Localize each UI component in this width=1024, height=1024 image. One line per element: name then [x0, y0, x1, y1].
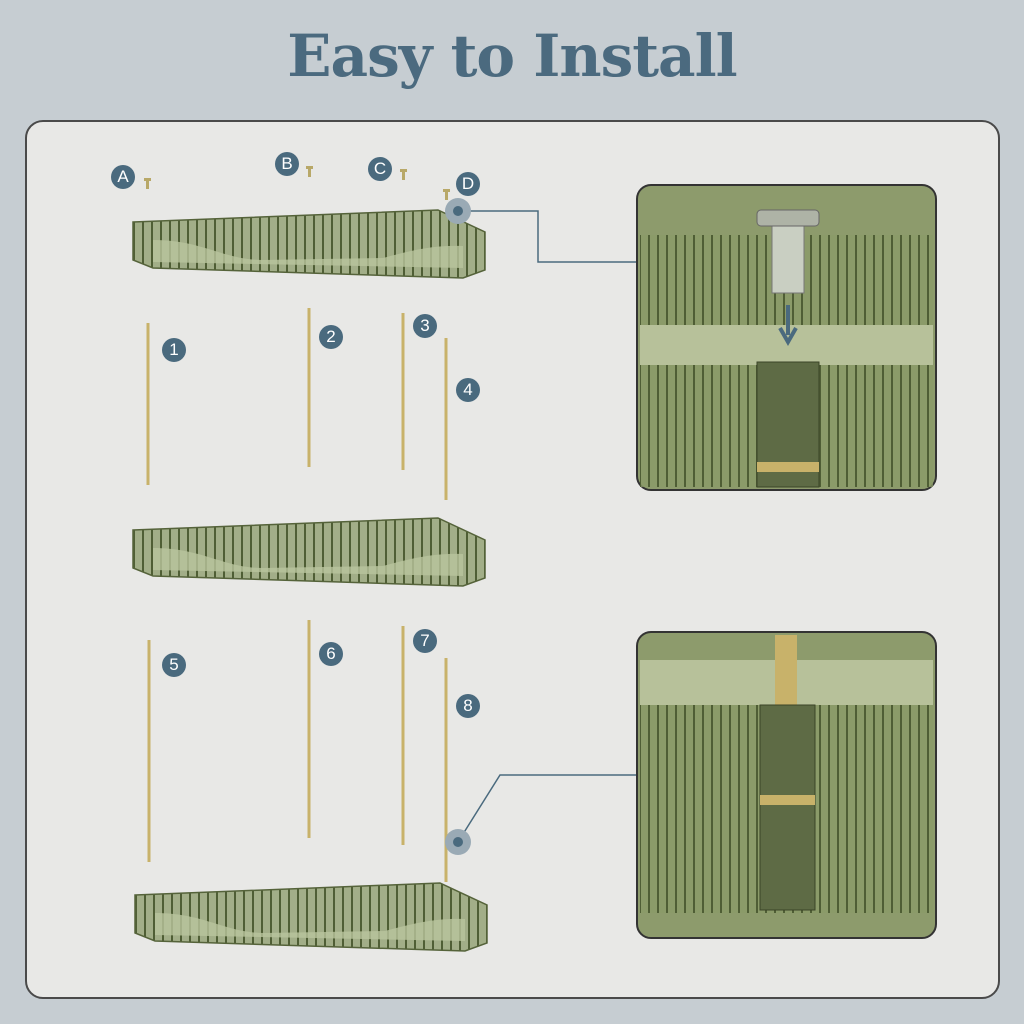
rod-label-4: 4 — [456, 378, 480, 402]
part-label-b: B — [275, 152, 299, 176]
part-label-d: D — [456, 172, 480, 196]
rod-label-1: 1 — [162, 338, 186, 362]
connector-bottom — [457, 774, 637, 843]
rod-label-7: 7 — [413, 629, 437, 653]
part-label-a: A — [111, 165, 135, 189]
screws — [144, 166, 450, 200]
tray-middle — [132, 517, 486, 587]
connector-top — [470, 210, 637, 263]
tray-top — [132, 209, 486, 279]
rod-label-5: 5 — [162, 653, 186, 677]
page-title: Easy to Install — [287, 22, 737, 90]
tray-bottom — [134, 882, 488, 952]
part-label-c: C — [368, 157, 392, 181]
rod-label-2: 2 — [319, 325, 343, 349]
inset-top-detail — [636, 184, 937, 491]
rod-label-6: 6 — [319, 642, 343, 666]
rod-label-8: 8 — [456, 694, 480, 718]
rod-label-3: 3 — [413, 314, 437, 338]
inset-bottom-detail — [636, 631, 937, 939]
